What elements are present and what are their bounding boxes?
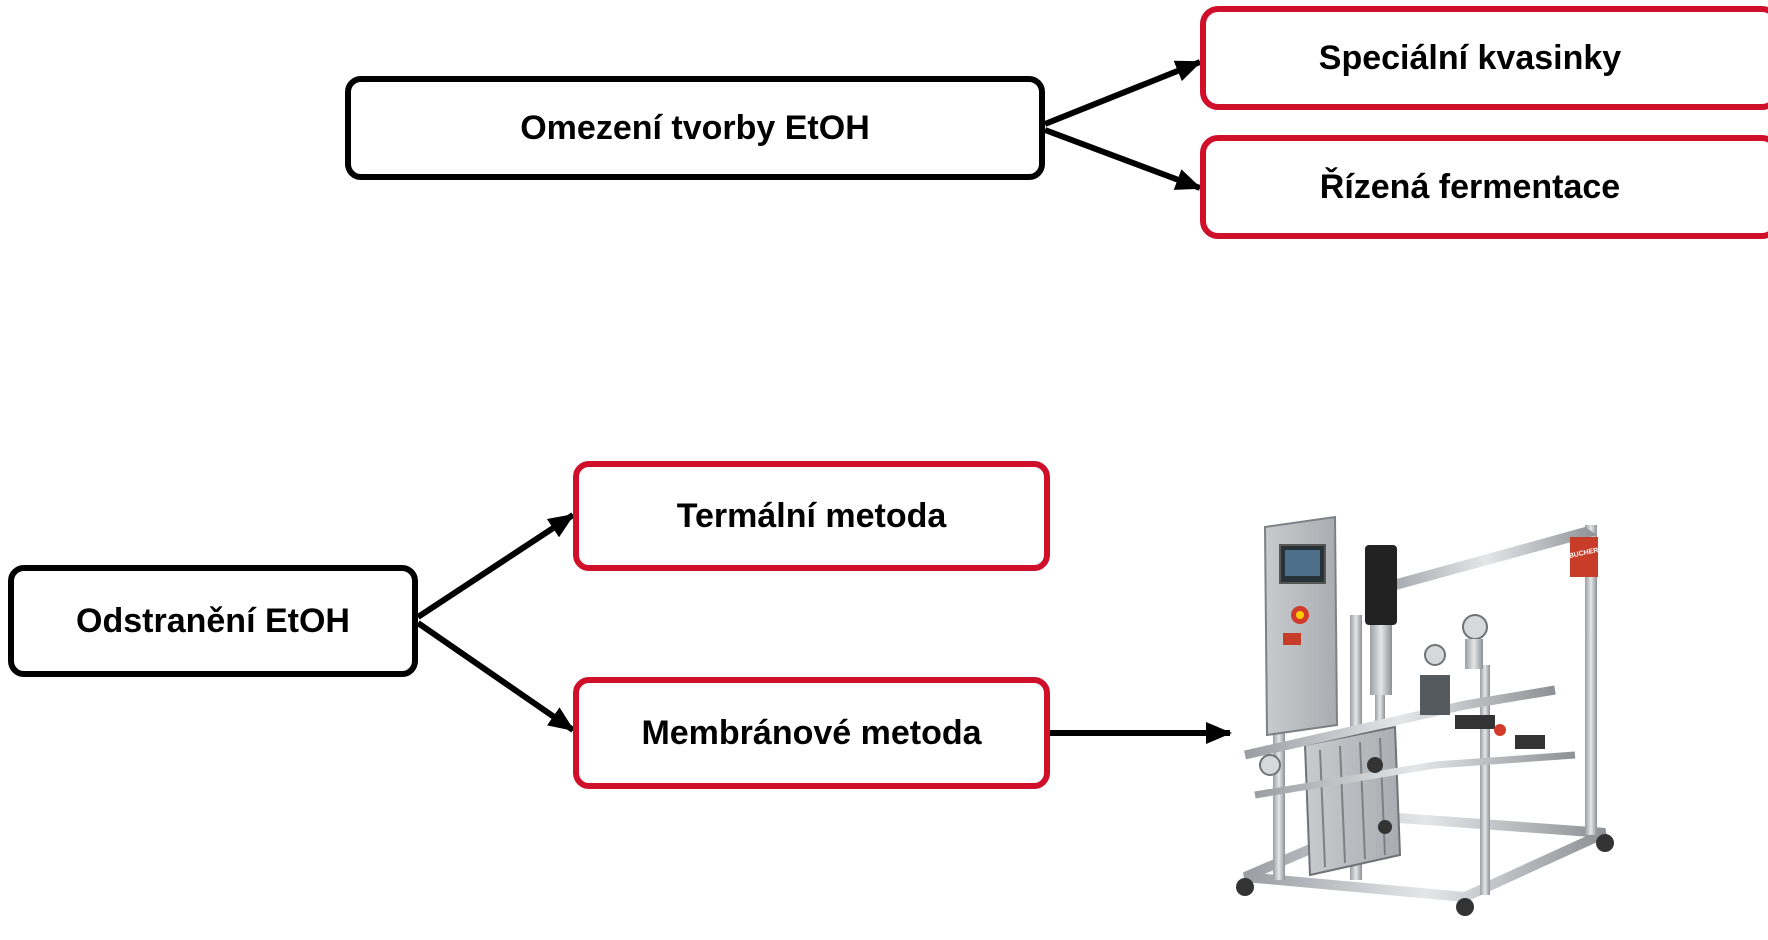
- arrow-bottom-to-option-1: [416, 512, 575, 620]
- special-yeast-box: Speciální kvasinky: [1200, 6, 1768, 110]
- controlled-fermentation-box: Řízená fermentace: [1200, 135, 1768, 239]
- arrow-bottom-to-option-2: [416, 620, 575, 733]
- remove-etoh-label: Odstranění EtOH: [76, 601, 350, 640]
- membrane-unit-image: BUCHER: [1236, 515, 1614, 916]
- thermal-method-box: Termální metoda: [573, 461, 1050, 571]
- membrane-method-box: Membránové metoda: [573, 677, 1050, 789]
- membrane-method-label: Membránové metoda: [641, 713, 982, 752]
- thermal-method-label: Termální metoda: [676, 496, 947, 535]
- limit-etoh-label: Omezení tvorby EtOH: [520, 108, 870, 147]
- arrow-top-to-option-2: [1043, 127, 1202, 191]
- special-yeast-label: Speciální kvasinky: [1318, 38, 1622, 77]
- arrow-top-to-option-1: [1043, 59, 1202, 127]
- controlled-fermentation-label: Řízená fermentace: [1319, 167, 1621, 206]
- limit-etoh-box: Omezení tvorby EtOH: [345, 76, 1045, 180]
- remove-etoh-box: Odstranění EtOH: [8, 565, 418, 677]
